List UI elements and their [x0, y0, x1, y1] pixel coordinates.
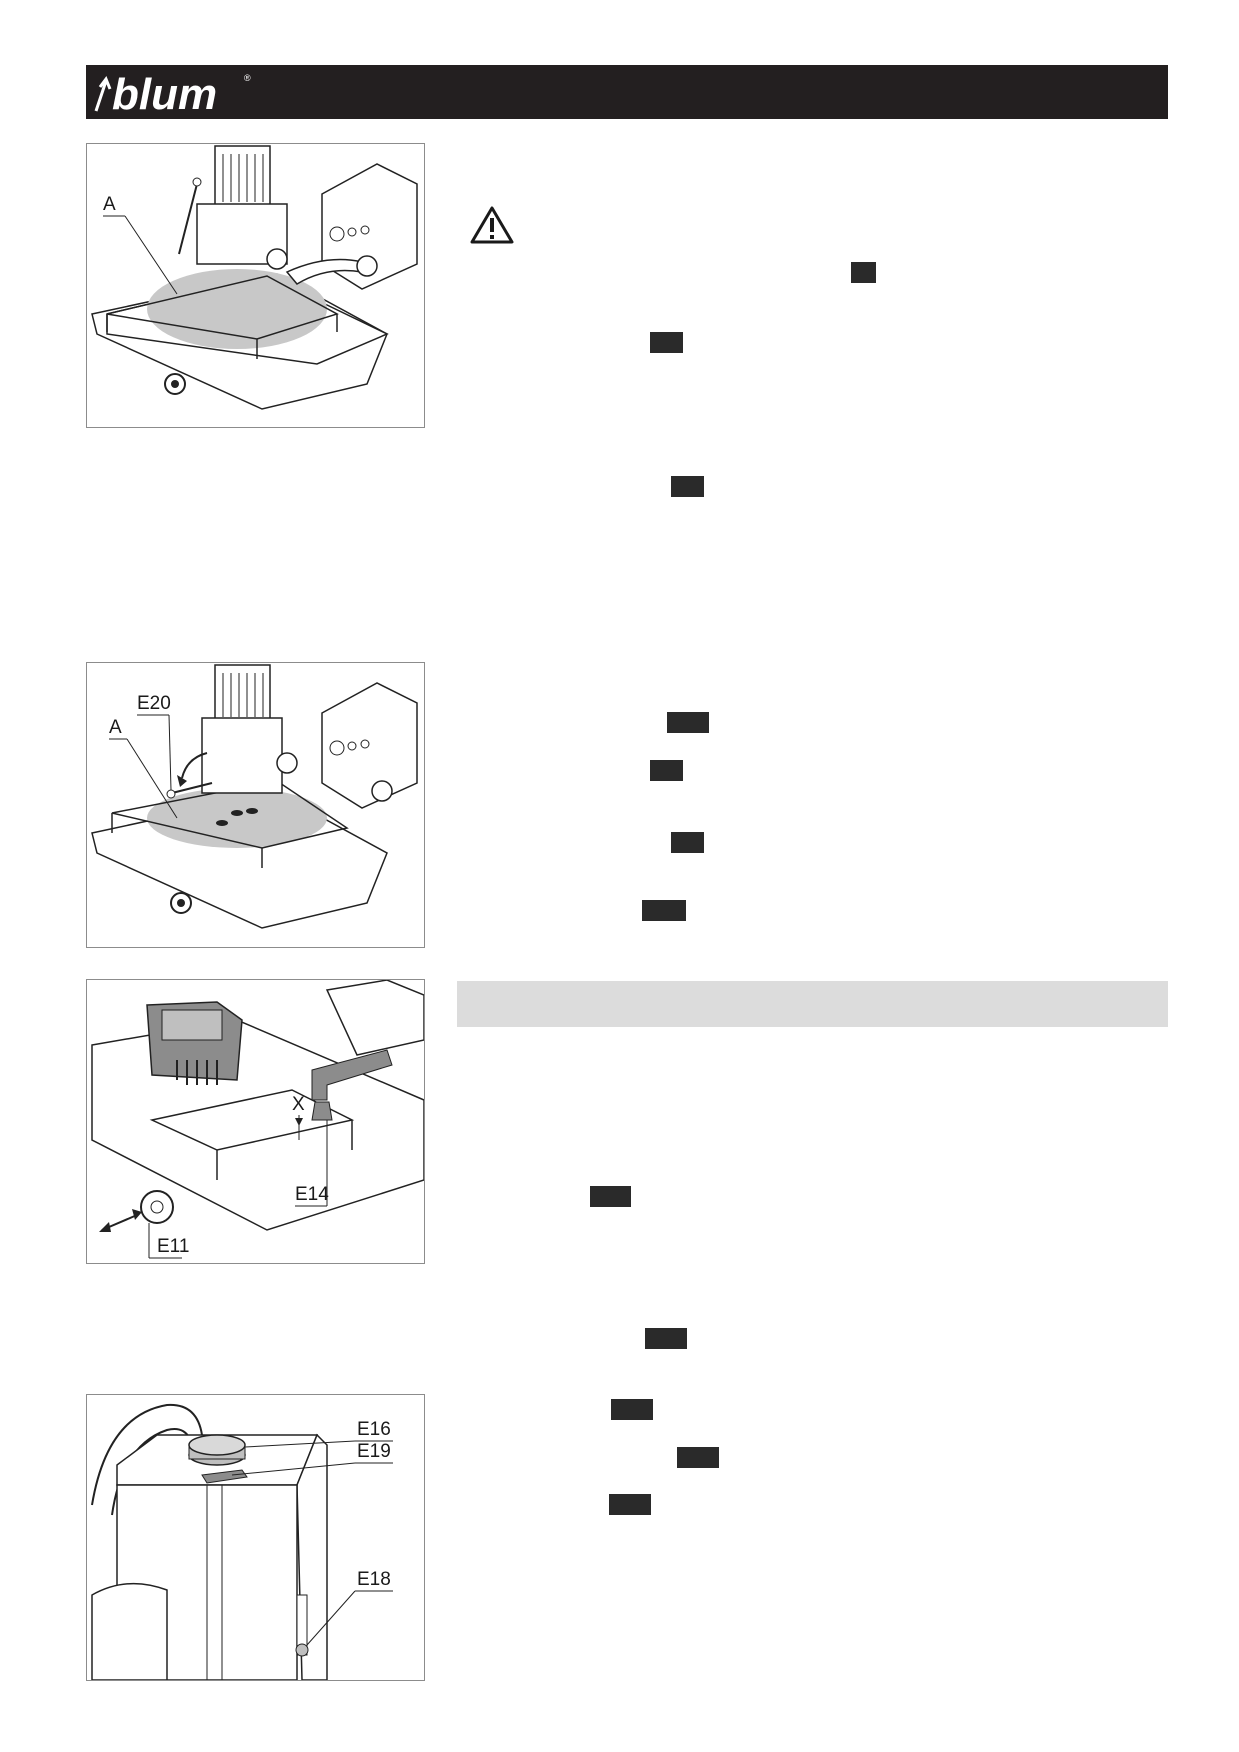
blum-logo: blum ®: [94, 70, 251, 117]
work-area-highlight: [147, 269, 327, 349]
work-area-highlight: [147, 788, 327, 848]
figure-3-label-e11: E11: [157, 1236, 189, 1257]
figure-4-label-e16: E16: [357, 1419, 391, 1440]
redacted-tag: [851, 262, 876, 283]
figure-2-label-e20: E20: [137, 693, 171, 714]
logo-arrow-icon: [94, 75, 112, 112]
logo-wordmark: blum: [112, 70, 217, 117]
redacted-tag: [671, 476, 704, 497]
figure-2-label-a: A: [109, 717, 122, 738]
redacted-tag: [590, 1186, 631, 1207]
section-header-bar: [457, 981, 1168, 1027]
redacted-tag: [609, 1494, 651, 1515]
redacted-tag: [611, 1399, 653, 1420]
figure-3-label-e14: E14: [295, 1184, 329, 1205]
figure-3-depth-adjustment: X E14 E11: [86, 979, 425, 1264]
figure-3-label-x: X: [292, 1094, 305, 1115]
redacted-tag: [667, 712, 709, 733]
redacted-tag: [671, 832, 704, 853]
figure-4-label-e18: E18: [357, 1569, 391, 1590]
figure-4-stop-clamp: E16 E19 E18: [86, 1394, 425, 1681]
figure-2-stop-lever: E20 A: [86, 662, 425, 948]
redacted-tag: [650, 760, 683, 781]
warning-triangle-icon: [470, 206, 514, 244]
redacted-tag: [645, 1328, 687, 1349]
redacted-tag: [677, 1447, 719, 1468]
registered-mark: ®: [244, 73, 251, 83]
figure-4-label-e19: E19: [357, 1441, 391, 1462]
figure-1-label-a: A: [103, 194, 116, 215]
header-bar: blum ®: [86, 65, 1168, 119]
figure-1-machine-workpiece-area: A: [86, 143, 425, 428]
redacted-tag: [642, 900, 686, 921]
redacted-tag: [650, 332, 683, 353]
